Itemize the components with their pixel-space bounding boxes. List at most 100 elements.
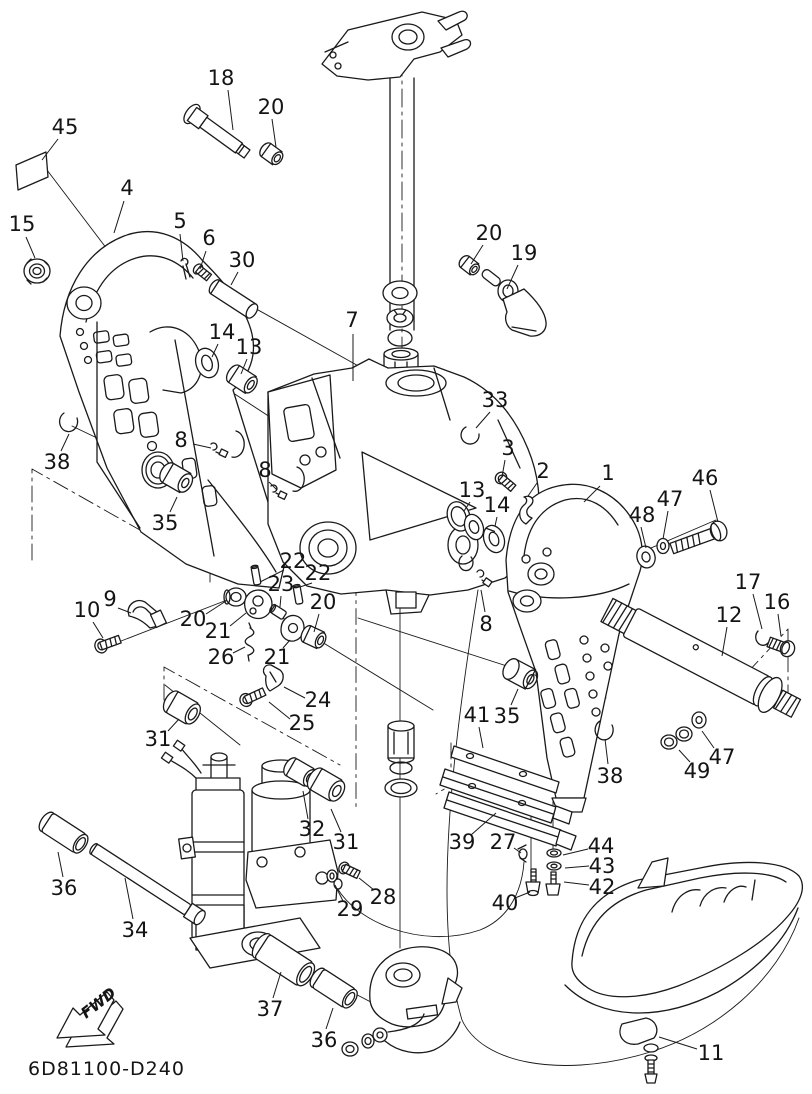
- callout-28: 28: [370, 885, 397, 909]
- callout-3: 3: [501, 436, 514, 460]
- leader-8: [480, 589, 486, 613]
- leader-10: [92, 621, 104, 639]
- anode-assembly-art: [439, 745, 577, 897]
- leader-24: [283, 686, 306, 699]
- leader-12: [721, 626, 728, 657]
- leader-46: [709, 489, 719, 523]
- left-clamp-bracket-art: [59, 231, 287, 589]
- fwd-arrow: FWD: [56, 984, 124, 1048]
- callout-13: 13: [459, 478, 486, 502]
- callout-30: 30: [229, 248, 256, 272]
- leader-39: [470, 812, 497, 836]
- callout-48: 48: [629, 503, 656, 527]
- leader-36: [57, 851, 64, 878]
- callout-33: 33: [482, 388, 509, 412]
- callout-20: 20: [180, 607, 207, 631]
- callout-27: 27: [490, 830, 517, 854]
- callout-11: 11: [698, 1041, 725, 1065]
- callout-49: 49: [684, 759, 711, 783]
- callout-31: 31: [333, 830, 360, 854]
- leader-17: [752, 593, 763, 630]
- callout-7: 7: [345, 308, 358, 332]
- leader-22: [299, 582, 313, 588]
- callout-8: 8: [174, 428, 187, 452]
- callout-26: 26: [208, 645, 235, 669]
- clamp-tube-art: [502, 520, 802, 750]
- callout-23: 23: [268, 572, 295, 596]
- leader-29: [334, 884, 344, 902]
- leader-40: [514, 891, 531, 899]
- leader-43: [564, 865, 590, 869]
- leader-33: [475, 411, 491, 429]
- callout-32: 32: [299, 817, 326, 841]
- leader-22: [259, 569, 285, 583]
- leader-34: [124, 877, 134, 920]
- leader-18: [227, 89, 234, 131]
- leader-49: [678, 749, 691, 763]
- callout-15: 15: [9, 212, 36, 236]
- leader-42: [563, 881, 590, 886]
- leader-41: [478, 726, 484, 749]
- leader-9: [117, 607, 132, 614]
- leader-20: [470, 244, 484, 265]
- callout-44: 44: [588, 834, 615, 858]
- callout-20: 20: [258, 95, 285, 119]
- callout-37: 37: [257, 997, 284, 1021]
- leader-6: [199, 250, 207, 270]
- callout-40: 40: [492, 891, 519, 915]
- leader-4: [113, 200, 125, 234]
- leader-25: [268, 701, 291, 720]
- callout-42: 42: [589, 875, 616, 899]
- callout-22: 22: [305, 561, 332, 585]
- power-trim-unit-art: [38, 690, 528, 1009]
- tilt-lock-cluster-art: [94, 564, 327, 708]
- leader-38: [604, 738, 609, 765]
- callout-6: 6: [202, 226, 215, 250]
- callout-45: 45: [52, 115, 79, 139]
- leader-21: [282, 639, 291, 649]
- callout-1: 1: [601, 461, 614, 485]
- leader-3: [501, 459, 506, 478]
- callout-43: 43: [589, 854, 616, 878]
- callout-17: 17: [735, 570, 762, 594]
- callout-21: 21: [205, 619, 232, 643]
- leader-8: [268, 481, 278, 491]
- leader-47: [701, 730, 715, 749]
- lower-cowling-art: [564, 857, 803, 1084]
- leader-38: [60, 433, 70, 452]
- leader-5: [179, 233, 184, 262]
- callout-20: 20: [476, 221, 503, 245]
- leader-14: [494, 516, 498, 527]
- leader-36: [325, 1007, 334, 1030]
- leader-1: [583, 485, 601, 503]
- callout-38: 38: [597, 764, 624, 788]
- drawing-code: 6D81100-D240: [28, 1058, 185, 1080]
- leader-31: [330, 808, 342, 833]
- callout-29: 29: [337, 897, 364, 921]
- callout-5: 5: [173, 209, 186, 233]
- callout-25: 25: [289, 711, 316, 735]
- callout-2: 2: [536, 459, 549, 483]
- leader-31: [167, 718, 180, 732]
- callout-36: 36: [51, 876, 78, 900]
- callout-38: 38: [44, 450, 71, 474]
- leader-48: [640, 526, 647, 549]
- callout-8: 8: [479, 612, 492, 636]
- leader-20: [271, 118, 277, 148]
- callout-36: 36: [311, 1028, 338, 1052]
- callout-19: 19: [511, 241, 538, 265]
- callout-8: 8: [258, 458, 271, 482]
- callout-14: 14: [209, 320, 236, 344]
- leader-32: [302, 790, 309, 820]
- leader-47: [662, 510, 669, 540]
- leader-11: [658, 1036, 698, 1050]
- leader-15: [25, 236, 36, 259]
- callout-35: 35: [494, 704, 521, 728]
- callout-35: 35: [152, 511, 179, 535]
- leader-37: [272, 971, 282, 999]
- right-clamp-bracket-art: [505, 483, 643, 813]
- callout-18: 18: [208, 66, 235, 90]
